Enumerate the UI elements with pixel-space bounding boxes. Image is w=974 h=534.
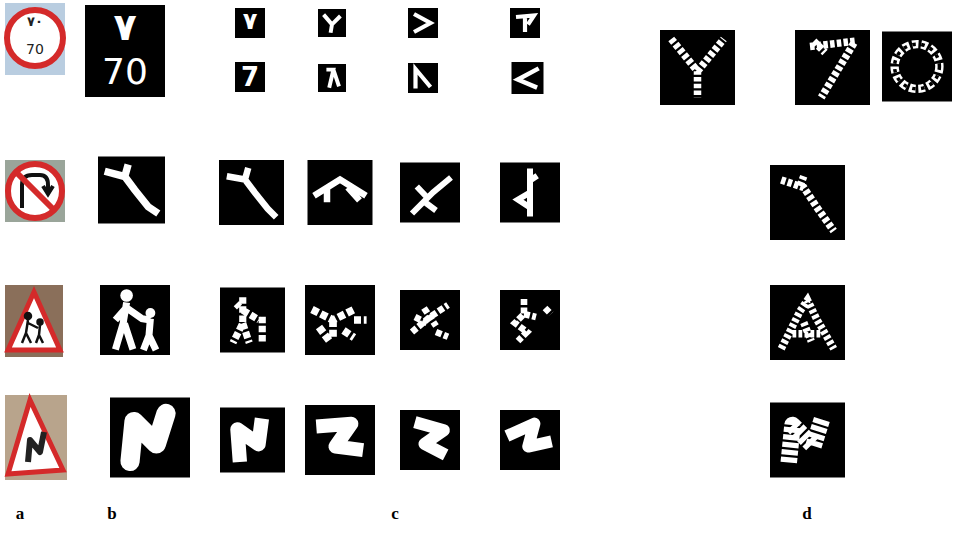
binary-tile [305, 285, 375, 355]
sign-triangle [8, 292, 60, 350]
binary-tile [400, 410, 460, 470]
binary-tile [110, 398, 190, 478]
photo-ground [5, 160, 65, 222]
binary-tile [408, 8, 438, 38]
binary-tile [235, 62, 265, 92]
reconstructed-tile [795, 30, 870, 105]
panel-letter: b [107, 505, 116, 522]
binary-glyph: 7 [241, 64, 259, 90]
photo-ground [5, 3, 65, 75]
panel-letter: a [16, 505, 25, 522]
reconstructed-tile [770, 285, 845, 360]
sign-text: 70 [26, 42, 44, 56]
binary-tile [400, 163, 460, 223]
binary-tile [400, 290, 460, 350]
binary-glyph: ٧ [113, 8, 136, 46]
binary-tile [510, 8, 540, 38]
sign-ring [7, 10, 63, 66]
sign-ring [8, 164, 62, 218]
reconstructed-tile [882, 32, 952, 102]
binary-tile [500, 410, 560, 470]
panel-letter: c [391, 505, 399, 522]
binary-tile [408, 63, 438, 93]
binary-tile [305, 405, 375, 475]
binary-tile [100, 285, 170, 355]
binary-tile [220, 288, 285, 353]
binary-tile [308, 160, 373, 225]
binary-glyph: ٧ [243, 9, 258, 33]
binary-tile [512, 62, 544, 94]
sign-text: ٧٠ [27, 15, 43, 28]
binary-tile [98, 157, 165, 224]
winding-road-icon [28, 432, 44, 462]
reconstructed-tile [770, 403, 845, 478]
photo-ground [5, 395, 67, 480]
binary-tile [235, 8, 265, 38]
photo-ground [5, 285, 63, 357]
binary-tile [85, 5, 165, 97]
binary-tile [500, 163, 560, 223]
children-icon [22, 313, 43, 343]
binary-tile [219, 160, 284, 225]
panel-letter: d [802, 505, 811, 522]
binary-glyph: 70 [102, 54, 148, 90]
sign-slash [16, 172, 54, 210]
reconstructed-tile [770, 165, 845, 240]
reconstructed-tile [660, 30, 735, 105]
binary-tile [318, 64, 346, 92]
binary-tile [318, 9, 346, 37]
binary-tile [220, 408, 285, 473]
binary-tile [500, 290, 560, 350]
sign-triangle [8, 400, 63, 474]
